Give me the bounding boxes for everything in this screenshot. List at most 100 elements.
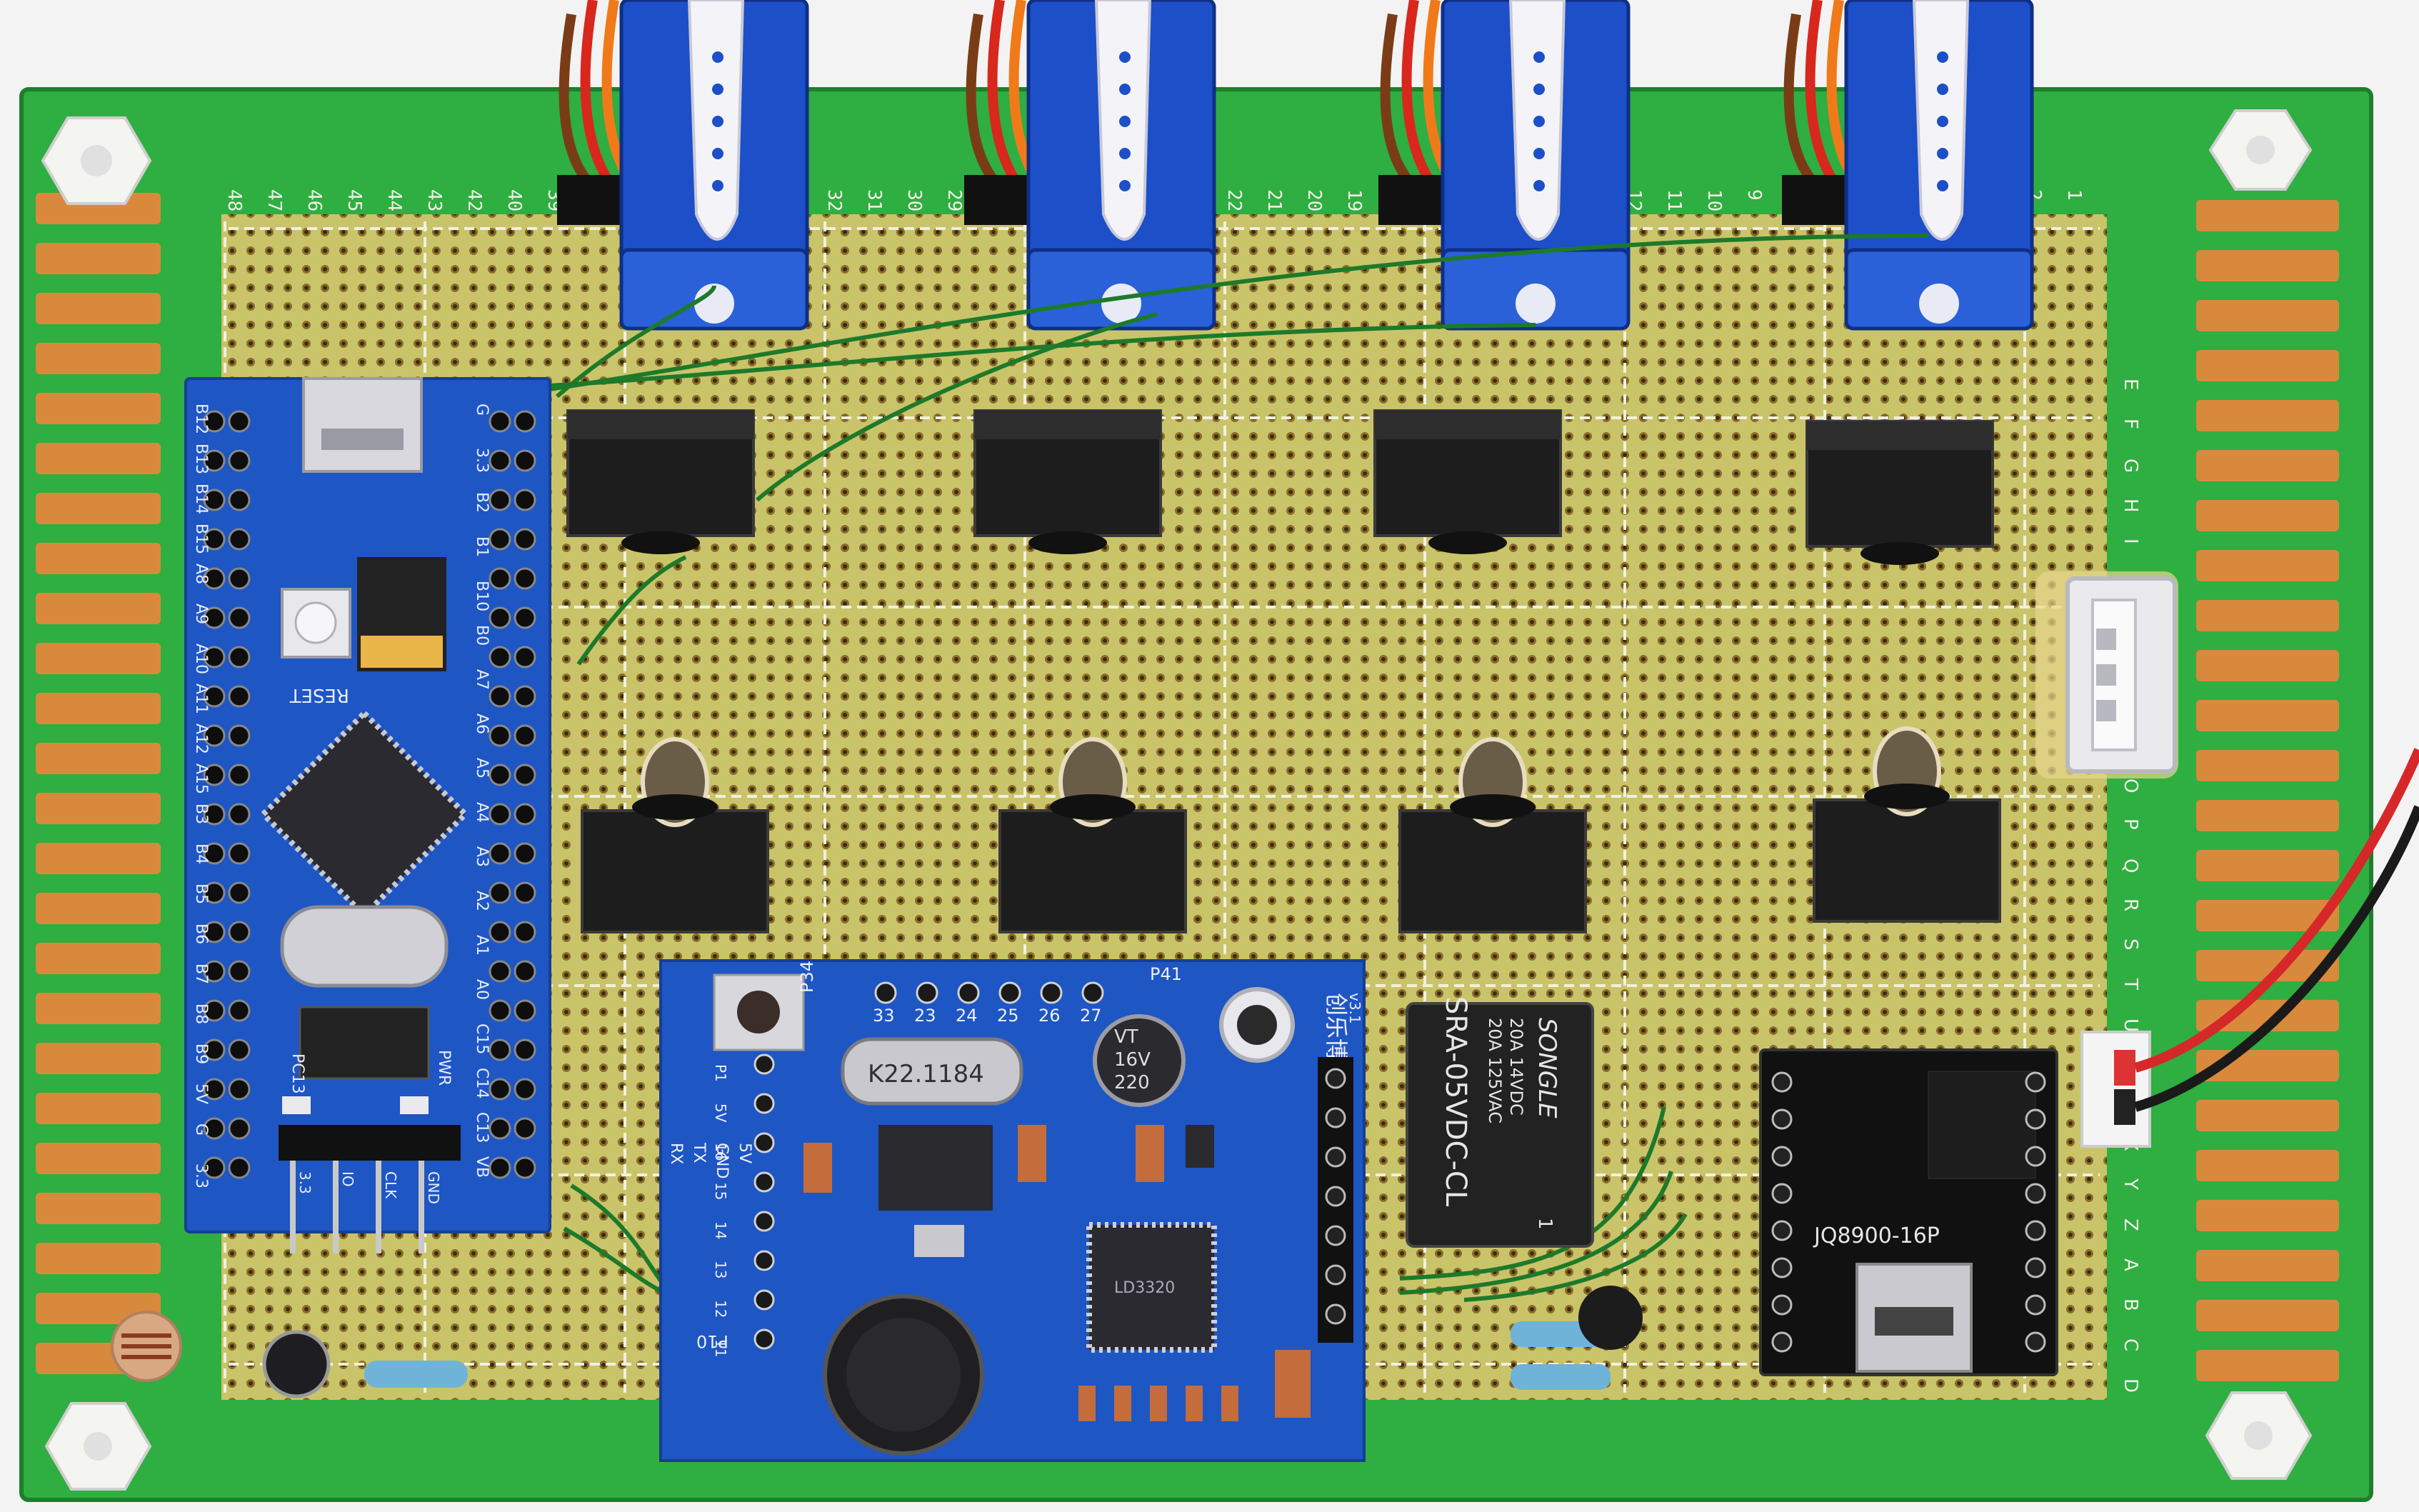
svg-text:20A 14VDC: 20A 14VDC	[1506, 1018, 1526, 1116]
ld3320-chip: LD3320	[1086, 1222, 1217, 1353]
ir-sensor-with-led	[581, 737, 769, 933]
svg-text:F: F	[2120, 419, 2141, 429]
ir-sensor-row-bottom	[581, 726, 2001, 933]
svg-text:12: 12	[712, 1300, 729, 1318]
svg-text:GND: GND	[713, 1143, 731, 1178]
svg-text:11: 11	[712, 1339, 729, 1357]
svg-text:B3: B3	[192, 803, 210, 824]
svg-text:14: 14	[712, 1221, 729, 1239]
svg-text:A2: A2	[473, 891, 491, 911]
ir-sensor	[973, 409, 1162, 554]
servo-motor	[557, 0, 809, 331]
svg-text:A5: A5	[473, 758, 491, 778]
servo-motor	[1782, 0, 2034, 331]
ir-sensor	[566, 409, 755, 554]
standoff-bottom-left	[44, 1402, 152, 1491]
svg-text:U: U	[2120, 1018, 2141, 1032]
svg-text:25: 25	[997, 1006, 1019, 1026]
svg-text:E: E	[2120, 379, 2141, 390]
svg-text:A12: A12	[192, 724, 210, 754]
svg-text:A6: A6	[473, 714, 491, 734]
mcu-chip	[259, 709, 470, 920]
svg-text:B6: B6	[192, 923, 210, 944]
svg-text:C14: C14	[473, 1068, 491, 1098]
ir-sensor-row-top	[566, 409, 1994, 565]
svg-text:9: 9	[1743, 189, 1765, 201]
ir-sensor-with-led	[1813, 726, 2001, 923]
svg-text:Y: Y	[2120, 1178, 2141, 1190]
svg-text:B13: B13	[192, 444, 210, 474]
svg-text:Z: Z	[2120, 1218, 2141, 1231]
servo-motor	[1378, 0, 1631, 331]
small-capacitor	[262, 1330, 331, 1398]
svg-text:SONGLE: SONGLE	[1533, 1018, 1561, 1118]
svg-text:24: 24	[956, 1006, 978, 1026]
svg-text:B15: B15	[192, 524, 210, 554]
svg-text:G: G	[2120, 459, 2141, 473]
svg-text:B7: B7	[192, 963, 210, 984]
svg-text:A9: A9	[192, 604, 210, 624]
svg-text:IO: IO	[339, 1171, 356, 1187]
p10-label: P10	[696, 1331, 728, 1351]
svg-text:RX: RX	[667, 1143, 685, 1164]
svg-text:TX: TX	[690, 1142, 708, 1163]
svg-text:A8: A8	[192, 564, 210, 584]
svg-text:LD3320: LD3320	[1114, 1279, 1175, 1297]
svg-text:1: 1	[1534, 1218, 1556, 1230]
svg-text:13: 13	[712, 1261, 729, 1278]
svg-text:29: 29	[943, 189, 965, 211]
svg-text:Q: Q	[2120, 858, 2141, 873]
svg-text:B4: B4	[192, 843, 210, 864]
svg-text:A11: A11	[192, 684, 210, 714]
svg-text:23: 23	[914, 1006, 936, 1026]
svg-text:CLK: CLK	[382, 1171, 399, 1199]
transistor	[1578, 1286, 1643, 1350]
svg-text:220: 220	[1114, 1072, 1150, 1093]
svg-text:P: P	[2120, 818, 2141, 830]
svg-text:O: O	[2120, 778, 2141, 793]
svg-text:B5: B5	[192, 883, 210, 904]
svg-text:A15: A15	[192, 763, 210, 794]
svg-text:47: 47	[264, 189, 285, 211]
copper-strip-right	[2196, 200, 2339, 1381]
svg-text:P1: P1	[712, 1064, 729, 1082]
svg-text:C: C	[2120, 1338, 2141, 1351]
servo-motors	[557, 0, 2034, 331]
svg-text:15: 15	[712, 1182, 729, 1200]
crystal-label: K22.1184	[868, 1060, 984, 1088]
svg-text:44: 44	[384, 189, 405, 211]
svg-text:19: 19	[1343, 189, 1365, 211]
svg-text:C13: C13	[473, 1112, 491, 1143]
electrolytic-capacitor: VT 16V 220	[1093, 1014, 1186, 1107]
svg-text:1: 1	[2063, 189, 2085, 201]
svg-text:G: G	[192, 1123, 210, 1136]
svg-text:B12: B12	[192, 404, 210, 434]
svg-text:T: T	[2120, 978, 2141, 990]
svg-text:D: D	[2120, 1378, 2141, 1393]
svg-text:5V: 5V	[736, 1143, 753, 1163]
svg-text:A: A	[2120, 1258, 2141, 1271]
ir-sensor	[1373, 409, 1562, 554]
svg-text:H: H	[2120, 499, 2141, 513]
pwr-label: PWR	[435, 1050, 453, 1086]
svg-text:3.3: 3.3	[473, 448, 491, 473]
svg-text:11: 11	[1663, 189, 1685, 211]
svg-text:32: 32	[823, 189, 845, 211]
svg-text:A3: A3	[473, 846, 491, 867]
module-crystal	[841, 1037, 1023, 1106]
svg-text:B8: B8	[192, 1003, 210, 1024]
pc13-label: PC13	[289, 1053, 306, 1094]
usb-a-port	[2035, 571, 2178, 778]
reset-label: RESET	[290, 684, 349, 706]
standoff-bottom-right	[2205, 1391, 2313, 1480]
resistors	[364, 1321, 1611, 1390]
svg-text:B2: B2	[473, 492, 491, 513]
svg-text:VB: VB	[473, 1156, 491, 1178]
svg-text:30: 30	[903, 189, 925, 211]
svg-text:33: 33	[873, 1006, 895, 1026]
svg-text:A1: A1	[473, 935, 491, 956]
ir-sensor	[1806, 420, 1994, 565]
photoresistor	[111, 1311, 182, 1382]
